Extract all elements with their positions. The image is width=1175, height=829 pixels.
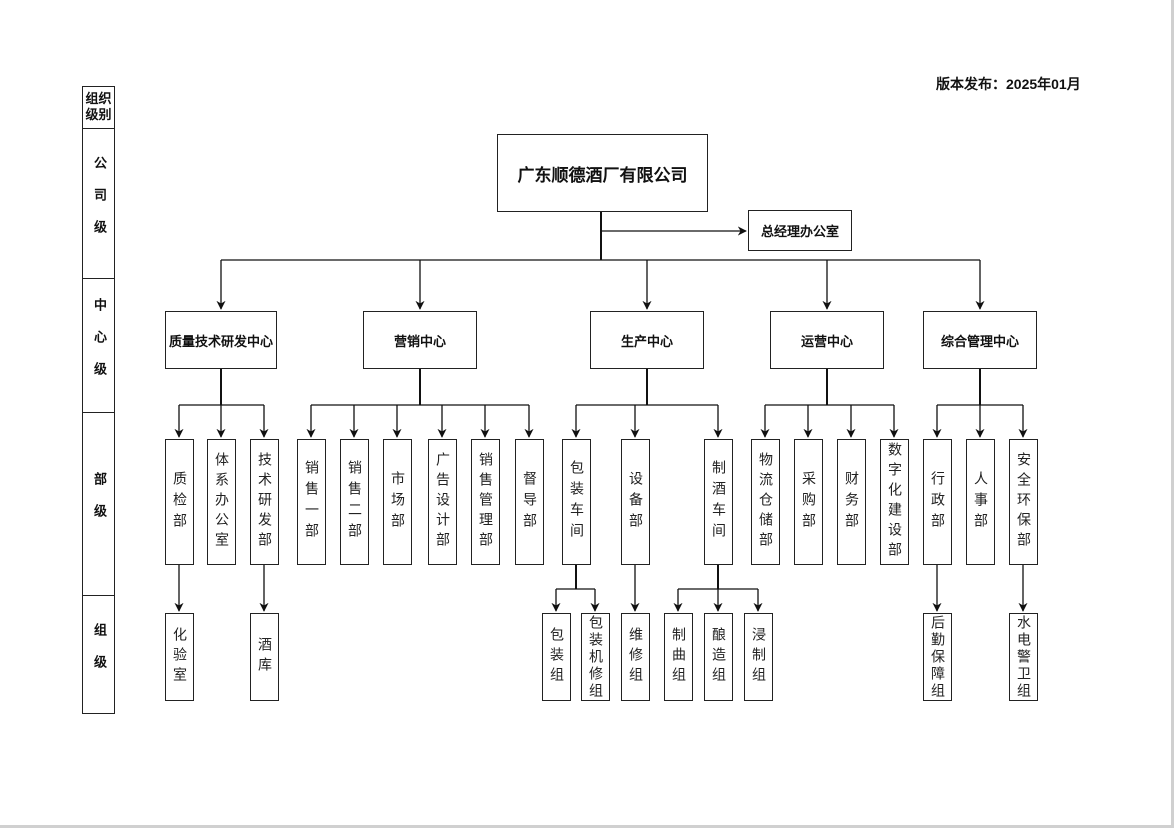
center-box: 质量技术研发中心 [165, 311, 277, 369]
department-name: 安全环保部 [1015, 452, 1031, 552]
department-box: 销售管理部 [470, 439, 500, 565]
department-name: 制酒车间 [710, 460, 726, 544]
group-name: 酿造组 [710, 627, 726, 687]
group-box: 制曲组 [663, 613, 693, 701]
group-name: 浸制组 [750, 627, 766, 687]
department-name: 财务部 [843, 470, 859, 534]
group-box: 后勤保障组 [922, 613, 952, 701]
department-box: 设备部 [620, 439, 650, 565]
level-label: 公司级 [91, 155, 106, 252]
group-box: 酿造组 [703, 613, 733, 701]
group-name: 包装机修组 [587, 614, 603, 700]
level-cell: 部级 [82, 412, 115, 596]
department-box: 广告设计部 [427, 439, 457, 565]
department-box: 物流仓储部 [750, 439, 780, 565]
center-name: 运营中心 [800, 334, 853, 350]
level-cell: 组级 [82, 595, 115, 714]
center-name: 生产中心 [620, 334, 673, 350]
department-name: 销售管理部 [477, 452, 493, 552]
department-name: 质检部 [171, 470, 187, 534]
group-name: 水电警卫组 [1015, 614, 1031, 700]
department-box: 销售一部 [296, 439, 326, 565]
level-cell: 公司级 [82, 128, 115, 279]
level-header-cell: 组织级别 [82, 86, 115, 129]
center-name: 质量技术研发中心 [168, 334, 273, 350]
department-box: 销售二部 [339, 439, 369, 565]
department-name: 销售二部 [346, 460, 362, 544]
company-box: 广东顺德酒厂有限公司 [497, 134, 708, 212]
level-label: 部级 [91, 472, 106, 536]
group-box: 酒库 [249, 613, 279, 701]
department-name: 销售一部 [303, 460, 319, 544]
group-name: 后勤保障组 [929, 614, 945, 700]
group-box: 浸制组 [743, 613, 773, 701]
group-box: 维修组 [620, 613, 650, 701]
center-name: 综合管理中心 [940, 334, 1019, 350]
center-box: 综合管理中心 [923, 311, 1037, 369]
center-box: 运营中心 [770, 311, 884, 369]
department-box: 行政部 [922, 439, 952, 565]
department-box: 财务部 [836, 439, 866, 565]
center-box: 生产中心 [590, 311, 704, 369]
version-label: 版本发布：2025年01月 [936, 76, 1081, 92]
department-box: 市场部 [382, 439, 412, 565]
group-name: 维修组 [627, 627, 643, 687]
level-label: 中心级 [91, 297, 106, 394]
department-box: 采购部 [793, 439, 823, 565]
level-cell: 中心级 [82, 278, 115, 413]
group-name: 酒库 [256, 637, 272, 677]
group-name: 制曲组 [670, 627, 686, 687]
department-box: 人事部 [965, 439, 995, 565]
department-name: 物流仓储部 [757, 452, 773, 552]
department-box: 质检部 [164, 439, 194, 565]
department-name: 设备部 [627, 470, 643, 534]
level-header-text: 组织级别 [85, 91, 112, 123]
department-name: 技术研发部 [256, 452, 272, 552]
gm-office-name: 总经理办公室 [760, 225, 839, 240]
department-name: 市场部 [389, 470, 405, 534]
level-label: 组级 [91, 622, 106, 687]
department-name: 采购部 [800, 470, 816, 534]
department-name: 包装车间 [568, 460, 584, 544]
company-name: 广东顺德酒厂有限公司 [517, 165, 688, 186]
group-name: 化验室 [171, 627, 187, 687]
department-name: 督导部 [521, 470, 537, 534]
department-box: 制酒车间 [703, 439, 733, 565]
group-box: 化验室 [164, 613, 194, 701]
gm-office-box: 总经理办公室 [748, 210, 852, 251]
group-box: 包装组 [541, 613, 571, 701]
department-name: 体系办公室 [213, 452, 229, 552]
department-box: 数字化建设部 [879, 439, 909, 565]
department-box: 技术研发部 [249, 439, 279, 565]
department-name: 人事部 [972, 470, 988, 534]
department-name: 广告设计部 [434, 452, 450, 552]
department-box: 体系办公室 [206, 439, 236, 565]
group-name: 包装组 [548, 627, 564, 687]
department-box: 安全环保部 [1008, 439, 1038, 565]
group-box: 水电警卫组 [1008, 613, 1038, 701]
center-box: 营销中心 [363, 311, 477, 369]
center-name: 营销中心 [393, 334, 446, 350]
department-box: 包装车间 [561, 439, 591, 565]
department-name: 数字化建设部 [886, 442, 902, 562]
group-box: 包装机修组 [580, 613, 610, 701]
department-name: 行政部 [929, 470, 945, 534]
department-box: 督导部 [514, 439, 544, 565]
